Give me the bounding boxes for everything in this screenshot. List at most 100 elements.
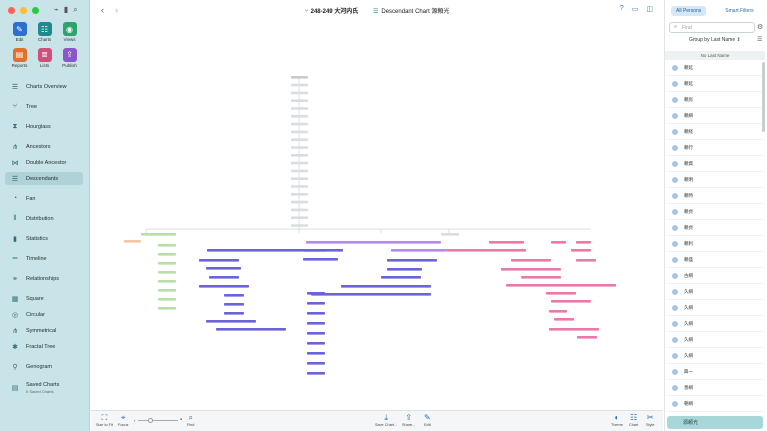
theme-button[interactable]: ◐ Theme [611,413,623,427]
person-search-input[interactable] [682,24,748,32]
ancestor-box[interactable] [291,99,308,102]
sidebar-item-fractal-tree[interactable]: ✱Fractal Tree [5,340,83,353]
person-box[interactable] [571,249,591,252]
list-item[interactable]: 頼房 [665,92,765,108]
person-box[interactable] [199,285,249,288]
ancestor-box[interactable] [291,154,308,157]
person-box[interactable] [551,300,591,303]
person-box[interactable] [551,241,566,244]
sidebar-item-fan[interactable]: ◔Fan [5,192,83,205]
zoom-window-button[interactable] [32,7,39,14]
ancestor-box[interactable] [291,185,308,188]
branch-person-box[interactable] [158,244,176,247]
ancestor-box[interactable] [291,224,308,227]
zoom-slider-knob[interactable] [148,418,153,423]
ancestor-box[interactable] [291,107,308,110]
person-box[interactable] [446,249,526,252]
list-item[interactable]: 久綱 [665,316,765,332]
sidebar-item-tree[interactable]: ⑂Tree [5,100,83,113]
person-box[interactable] [511,259,551,262]
branch-person-box[interactable] [307,342,325,345]
publish-button[interactable]: ⇪Publish [57,47,82,69]
person-box[interactable] [549,328,599,331]
person-box[interactable] [489,241,524,244]
person-box[interactable] [224,294,244,297]
list-item[interactable]: 頼貞 [665,204,765,220]
zoom-slider[interactable] [138,418,178,423]
ancestor-box[interactable] [291,208,308,212]
branch-person-box[interactable] [307,322,325,325]
find-button[interactable]: ⌕ Find [187,413,195,427]
tab-smart-filters[interactable]: Smart Filters [725,8,754,14]
branch-person-box[interactable] [307,372,325,375]
sidebar-item-relationships[interactable]: ⚭Relationships [5,272,83,285]
list-item[interactable]: 久綱 [665,348,765,364]
list-item[interactable]: 頼延 [665,60,765,76]
ancestor-box[interactable] [291,146,308,149]
ancestor-box[interactable] [291,122,308,126]
edit-button[interactable]: ✎Edit [7,22,32,43]
ancestor-box[interactable] [291,216,308,219]
list-item[interactable]: 頼貞 [665,220,765,236]
person-box[interactable] [501,268,561,271]
ancestor-box[interactable] [291,138,308,141]
person-list-scrollbar[interactable] [762,62,765,132]
branch-person-box[interactable] [158,262,176,265]
forward-arrow-icon[interactable]: › [115,5,118,15]
ancestor-box[interactable] [291,115,308,118]
person-box[interactable] [387,268,422,271]
person-box[interactable] [306,241,441,244]
sidebar-item-timeline[interactable]: ═Timeline [5,252,83,265]
style-button[interactable]: ✂ Style [646,413,655,427]
ancestor-box[interactable] [291,200,308,204]
sidebar-item-genogram[interactable]: ⚲Genogram [5,360,83,373]
list-item[interactable]: 久綱 [665,300,765,316]
person-box[interactable] [224,303,244,306]
person-box[interactable] [303,258,338,261]
sidebar-item-descendants[interactable]: ☰Descendants [5,172,83,185]
ancestor-box[interactable] [291,161,308,165]
ancestor-box[interactable] [291,193,308,196]
list-item[interactable]: 興一 [665,364,765,380]
sidebar-item-symmetrical[interactable]: ⋔Symmetrical [5,324,83,337]
person-box[interactable] [216,328,286,331]
edit-button[interactable]: ✎ Edit [424,413,431,427]
share-button[interactable]: ⇪ Share... [402,413,416,427]
branch-person-box[interactable] [307,352,325,355]
close-window-button[interactable] [8,7,15,14]
sidebar-item-square[interactable]: ▦Square [5,292,83,305]
person-box[interactable] [576,241,591,244]
bookmark-icon[interactable]: ▮ [63,5,69,14]
sidebar-item-charts-overview[interactable]: ☰Charts Overview [5,80,83,93]
person-box[interactable] [124,240,141,243]
size-to-fit-button[interactable]: ⛶ Size to Fit [96,413,113,427]
branch-person-box[interactable] [307,332,325,335]
list-item[interactable]: 久綱 [665,332,765,348]
branch-person-box[interactable] [307,302,325,305]
reports-button[interactable]: ▤Reports [7,47,32,69]
person-box[interactable] [577,336,597,339]
branch-person-box[interactable] [158,298,176,301]
sidebar-item-statistics[interactable]: ▮Statistics [5,232,83,245]
ancestor-box[interactable] [291,177,308,180]
list-item[interactable]: 頼行 [665,140,765,156]
person-box[interactable] [576,259,596,262]
list-item[interactable]: 頼明 [665,172,765,188]
branch-person-box[interactable] [158,307,176,310]
branch-person-box[interactable] [307,312,325,315]
sidebar-item-hourglass[interactable]: ⧗Hourglass [5,120,83,133]
sidebar-item-double-ancestor[interactable]: ⋈Double Ancestor [5,156,83,169]
person-box[interactable] [441,233,459,236]
list-item[interactable]: 頼時 [665,188,765,204]
person-box[interactable] [224,312,244,315]
person-box[interactable] [341,285,431,288]
ancestor-box[interactable] [291,130,308,134]
list-item[interactable]: 古綱 [665,268,765,284]
sidebar-toggle-icon[interactable]: ◫ [646,6,653,13]
sort-options-icon[interactable]: ☰ [757,37,763,43]
person-box[interactable] [206,320,256,323]
list-item[interactable]: 朝綱 [665,396,765,412]
branch-person-box[interactable] [158,271,176,274]
help-icon[interactable]: ? [619,5,624,12]
